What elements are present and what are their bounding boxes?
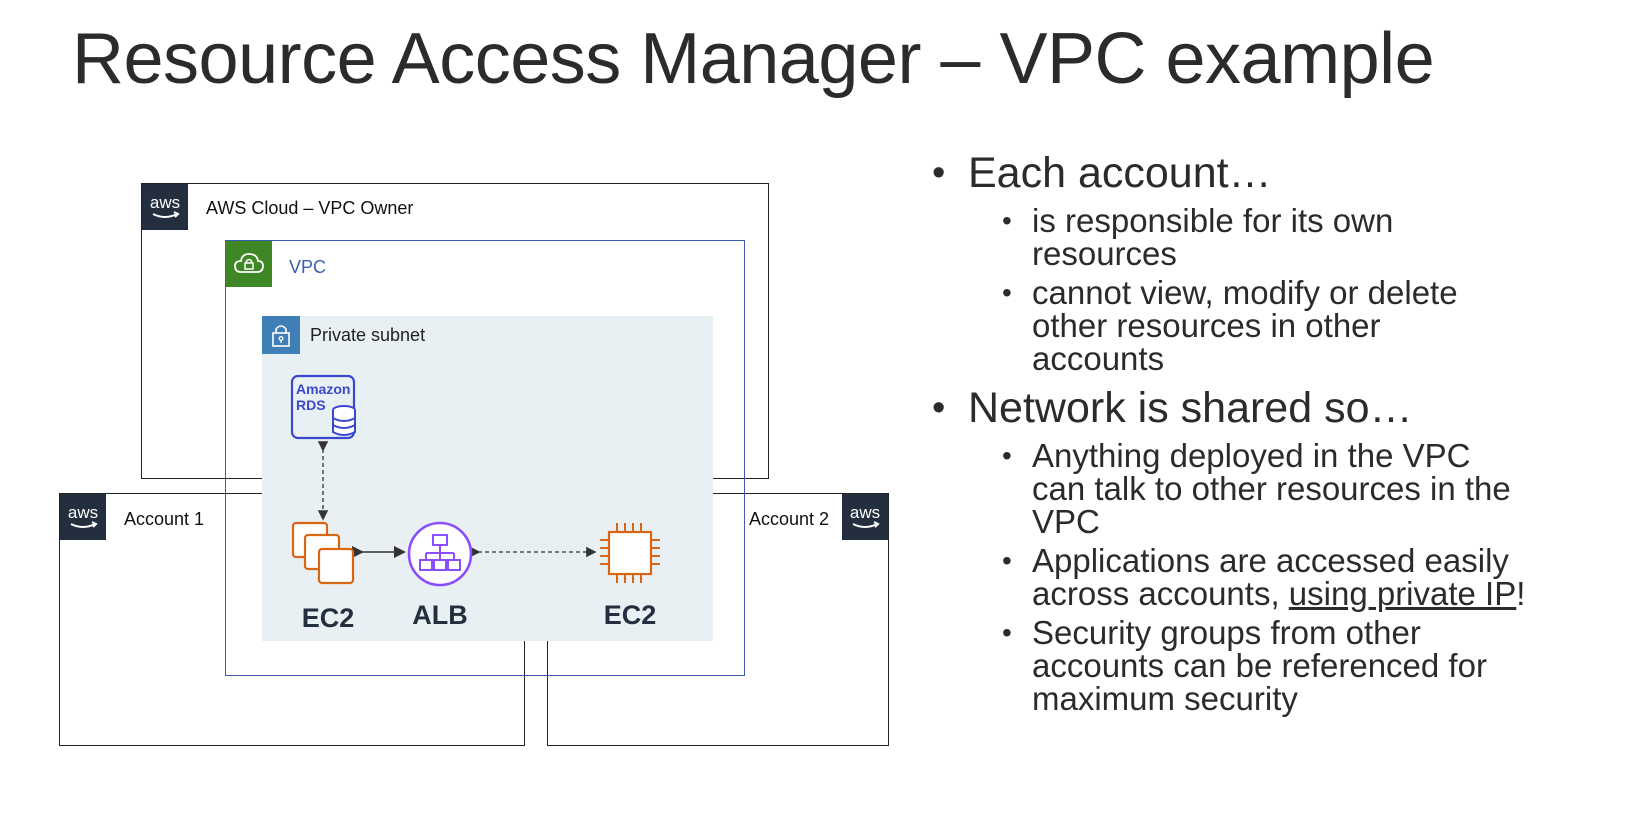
vpc-owner-label: AWS Cloud – VPC Owner <box>206 198 414 218</box>
bullet-network-shared: Network is shared so… <box>932 383 1632 433</box>
svg-text:aws: aws <box>68 503 98 522</box>
applications-text: Applications are accessed easily across … <box>1032 542 1509 612</box>
bullet-each-account: Each account… <box>932 148 1632 198</box>
page-title: Resource Access Manager – VPC example <box>72 19 1435 99</box>
aws-logo-icon: aws <box>60 494 106 540</box>
bullet-anything-deployed: Anything deployed in the VPC can talk to… <box>1002 439 1512 538</box>
svg-text:aws: aws <box>850 503 880 522</box>
private-subnet-group <box>262 316 713 641</box>
account2-label: Account 2 <box>749 509 830 529</box>
vpc-diagram: aws AWS Cloud – VPC Owner aws Account 1 … <box>59 183 889 746</box>
vpc-cloud-icon <box>226 241 272 287</box>
svg-text:Amazon: Amazon <box>296 381 350 397</box>
subnet-label: Private subnet <box>310 325 426 345</box>
ec2-instances-icon <box>291 521 357 592</box>
alb-label: ALB <box>412 600 468 630</box>
aws-logo-icon: aws <box>142 184 188 230</box>
exclamation-text: ! <box>1516 575 1526 612</box>
svg-text:aws: aws <box>150 193 180 212</box>
vpc-group <box>225 240 745 676</box>
aws-logo-icon: aws <box>842 494 888 540</box>
svg-text:RDS: RDS <box>296 397 326 413</box>
bullet-applications-accessed: Applications are accessed easily across … <box>1002 542 1552 612</box>
ec2-instance-icon <box>597 520 663 591</box>
ec2-left-label: EC2 <box>301 603 355 633</box>
connector-lines <box>317 441 597 558</box>
bullet-security-groups: Security groups from other accounts can … <box>1002 616 1532 715</box>
bullet-list: Each account… is responsible for its own… <box>932 148 1632 721</box>
vpc-label: VPC <box>289 257 327 277</box>
private-ip-text: using private IP <box>1288 575 1517 612</box>
bullet-cannot-view: cannot view, modify or delete other reso… <box>1002 276 1502 375</box>
amazon-rds-icon: Amazon RDS <box>290 374 360 447</box>
ec2-right-label: EC2 <box>603 600 657 630</box>
account1-label: Account 1 <box>124 509 205 529</box>
bullet-own-resources: is responsible for its own resources <box>1002 204 1462 270</box>
lock-icon <box>262 316 300 354</box>
load-balancer-icon <box>406 520 474 593</box>
